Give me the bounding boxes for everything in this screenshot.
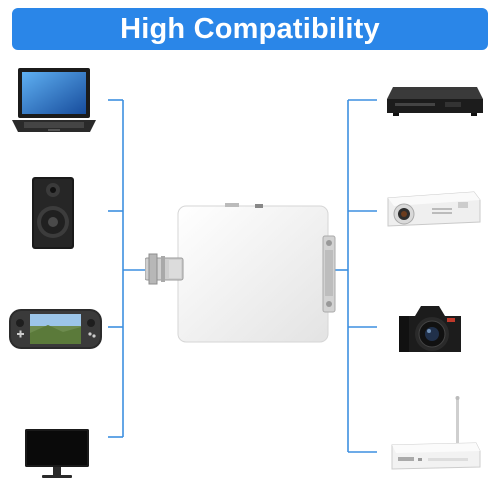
handheld-console-icon [9, 309, 102, 349]
router-icon [391, 396, 481, 470]
speaker-icon [32, 177, 74, 249]
bnc-to-vga-converter-icon [145, 203, 336, 343]
camera-icon [399, 306, 461, 352]
monitor-icon [25, 429, 89, 478]
laptop-icon [12, 68, 96, 132]
banner-title: High Compatibility [120, 12, 380, 45]
projector-icon [387, 191, 481, 227]
title-banner: High Compatibility [12, 8, 488, 50]
dvd-player-icon [387, 87, 483, 116]
